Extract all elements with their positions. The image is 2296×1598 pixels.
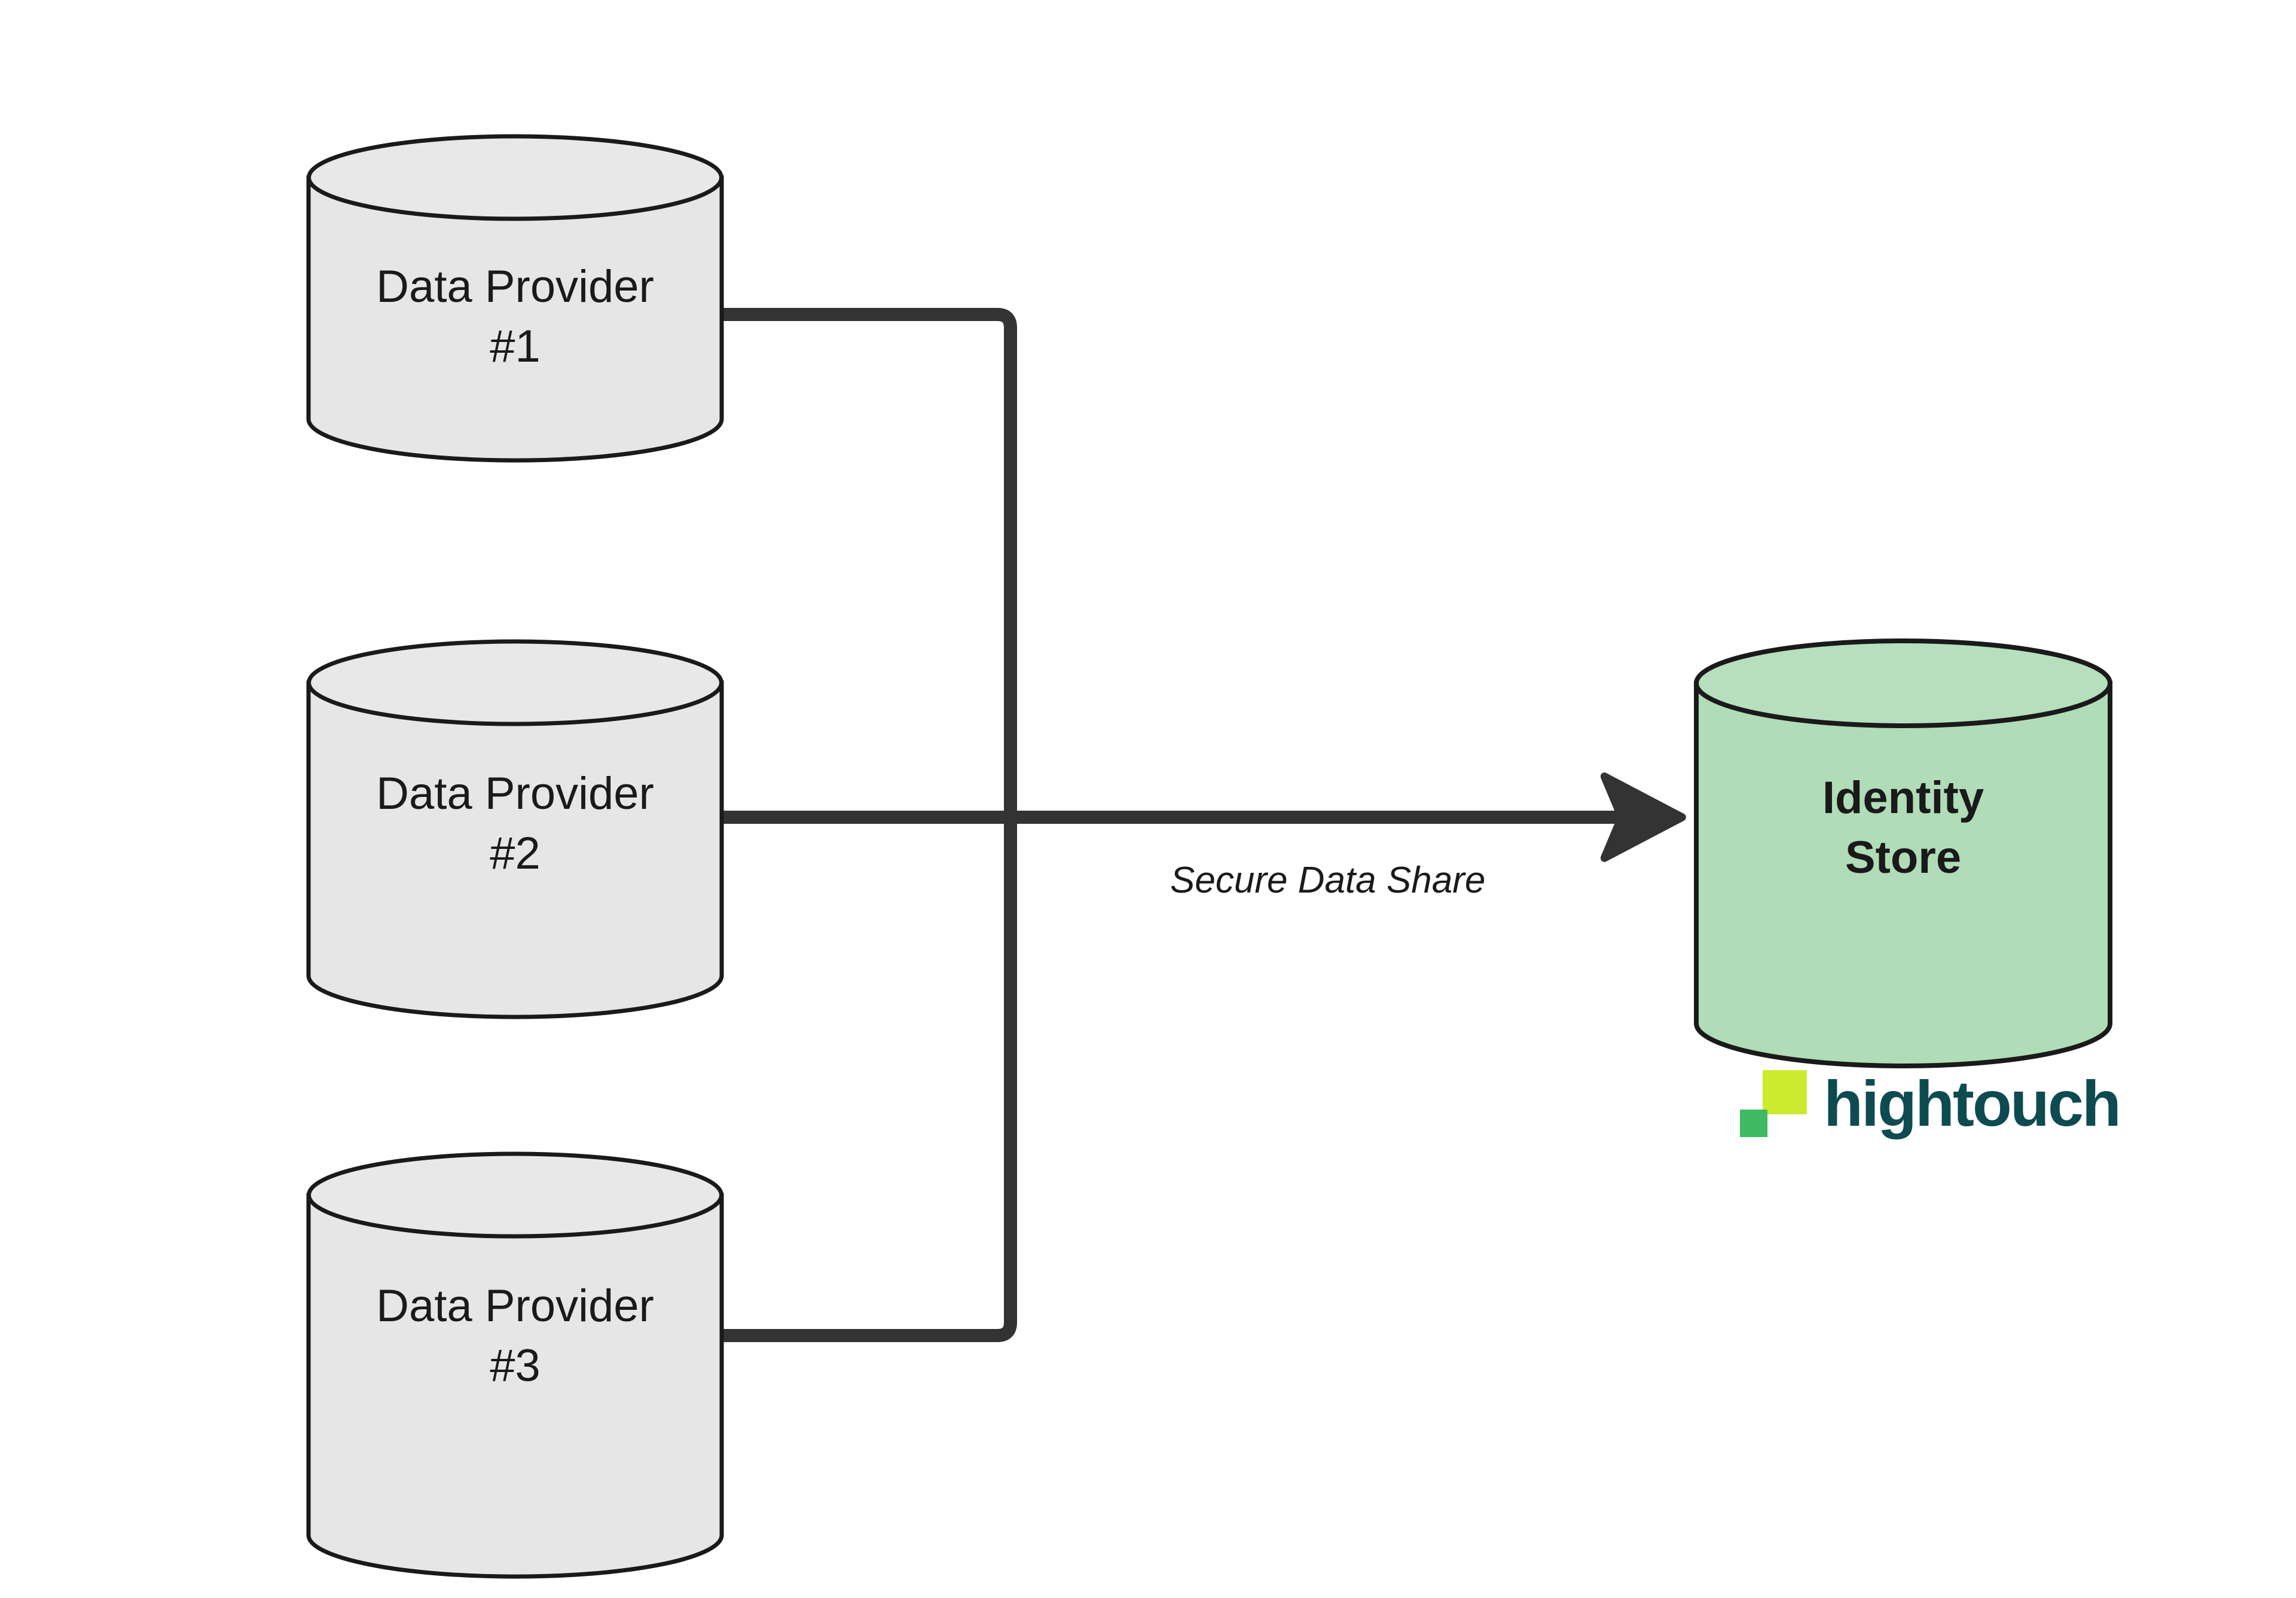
provider-2-top [307,639,723,726]
logo-square-green [1740,1110,1767,1137]
hightouch-wordmark: hightouch [1824,1067,2121,1139]
provider-3-top [307,1151,723,1239]
provider-1-top [307,134,723,221]
hightouch-logo: hightouch [1740,1067,2121,1139]
node-identity-store[interactable] [1694,638,2112,1068]
node-provider-3[interactable] [306,1151,724,1579]
provider-2-body [306,680,724,1019]
logo-square-lime [1763,1070,1807,1114]
edge-label-secure-data-share: Secure Data Share [1170,860,1486,901]
node-provider-1[interactable] [306,134,724,463]
identity-store-top [1694,638,2112,728]
node-provider-2[interactable] [306,639,724,1019]
provider-1-body [306,175,724,463]
edge-group [716,308,1686,1342]
identity-store-body [1694,681,2112,1068]
hightouch-logo-mark-icon [1740,1070,1807,1137]
provider-3-body [306,1193,724,1579]
edge-provider-3 [716,817,1017,1342]
edge-provider-1 [716,308,1017,817]
